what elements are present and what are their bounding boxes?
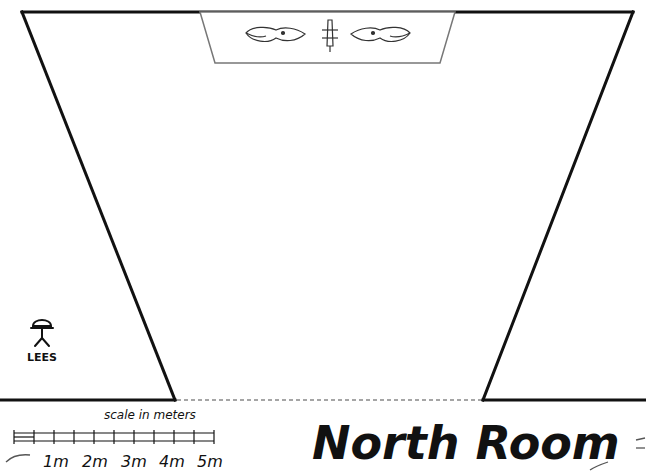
scale-tick xyxy=(73,430,74,444)
scale-number: 2m xyxy=(82,454,108,470)
room-walls xyxy=(0,12,646,400)
scale-tick xyxy=(213,430,214,444)
scale-tick xyxy=(173,430,174,444)
person-symbol xyxy=(31,320,53,346)
scale-caption: scale in meters xyxy=(104,409,196,421)
scale-tick xyxy=(193,430,194,444)
scale-tick xyxy=(93,430,94,444)
niche-panel xyxy=(200,12,455,63)
scale-ticks xyxy=(14,430,214,444)
scale-tick xyxy=(33,430,34,444)
scale-tick xyxy=(153,430,154,444)
scale-tick xyxy=(133,430,134,444)
doorway xyxy=(177,399,481,401)
scale-tick xyxy=(113,430,114,444)
scale-number: 4m xyxy=(159,454,185,470)
scale-number: 5m xyxy=(197,454,223,470)
scale-tick xyxy=(13,430,14,444)
scale-number: 1m xyxy=(43,454,69,470)
room-label: LEES xyxy=(27,352,57,363)
map-title: North Room xyxy=(312,420,620,466)
scale-tick xyxy=(53,430,54,444)
scale-number: 3m xyxy=(121,454,147,470)
panel-glyphs xyxy=(246,20,410,52)
